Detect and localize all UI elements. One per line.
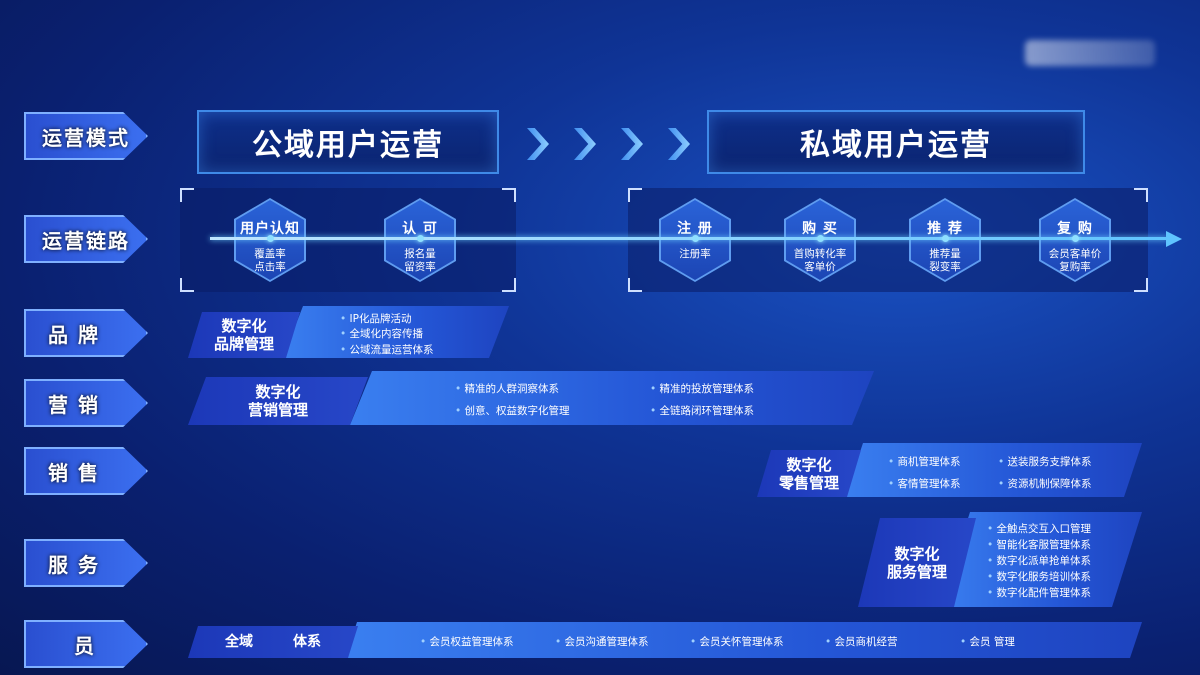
step-metric: 客单价 bbox=[804, 261, 836, 273]
timeline-dot bbox=[692, 235, 699, 242]
private-domain-box: 私域用户运营 bbox=[707, 110, 1085, 174]
title-line: 营销管理 bbox=[247, 401, 308, 419]
chain-step: 购 买首购转化率客单价 bbox=[784, 198, 856, 282]
step-title: 认 可 bbox=[402, 221, 438, 237]
marketing-title: 数字化营销管理 bbox=[188, 377, 368, 425]
row-label-marketing: 营销 bbox=[24, 379, 148, 427]
title-line: 体系 bbox=[293, 634, 321, 650]
member-item: 会员商机经营 bbox=[825, 634, 898, 649]
marketing-item: 全链路闭环管理体系 bbox=[650, 403, 755, 418]
step-metric: 推荐量 bbox=[929, 248, 961, 260]
title-line: 数字化 bbox=[894, 544, 940, 563]
sales-item: 送装服务支撑体系 bbox=[998, 454, 1092, 469]
title-line: 品牌管理 bbox=[213, 335, 274, 353]
member-item: 会员 管理 bbox=[960, 634, 1015, 649]
chevron-right-icon bbox=[527, 128, 549, 160]
service-item: 数字化派单抢单体系 bbox=[987, 553, 1092, 568]
title-line: 服务管理 bbox=[886, 562, 947, 581]
brand-item: 全域化内容传播 bbox=[340, 326, 424, 341]
title-line: 数字化 bbox=[786, 455, 832, 474]
chevron-right-icon bbox=[574, 128, 596, 160]
sales-item: 资源机制保障体系 bbox=[998, 476, 1092, 491]
chevron-right-icon bbox=[668, 128, 690, 160]
step-metric: 裂变率 bbox=[929, 261, 961, 273]
watermark bbox=[1025, 40, 1155, 66]
public-domain-box: 公域用户运营 bbox=[197, 110, 499, 174]
sales-title: 数字化零售管理 bbox=[757, 450, 861, 497]
step-metric: 首购转化率 bbox=[793, 248, 847, 260]
step-metric: 报名量 bbox=[404, 248, 436, 260]
step-metric: 点击率 bbox=[254, 261, 286, 273]
title-line: 数字化 bbox=[221, 317, 267, 335]
step-title: 购 买 bbox=[802, 221, 838, 237]
brand-item: 公域流量运营体系 bbox=[340, 342, 434, 357]
step-metric: 覆盖率 bbox=[254, 248, 286, 260]
step-metric: 会员客单价 bbox=[1048, 248, 1102, 260]
step-metric: 留资率 bbox=[404, 261, 436, 273]
row-label-sales: 销售 bbox=[24, 447, 148, 495]
sales-item: 客情管理体系 bbox=[888, 476, 961, 491]
step-title: 注 册 bbox=[677, 221, 713, 237]
service-item: 数字化服务培训体系 bbox=[987, 569, 1092, 584]
title-line: 全域 bbox=[225, 634, 253, 650]
brand-item: IP化品牌活动 bbox=[340, 311, 412, 326]
timeline-dot bbox=[817, 235, 824, 242]
step-title: 推 荐 bbox=[927, 221, 963, 237]
row-label-service: 服务 bbox=[24, 539, 148, 587]
row-label-brand: 品牌 bbox=[24, 309, 148, 357]
arrow-right-icon bbox=[1166, 231, 1182, 247]
member-item: 会员权益管理体系 bbox=[420, 634, 514, 649]
title-line: 数字化 bbox=[255, 383, 301, 401]
service-item: 智能化客服管理体系 bbox=[987, 537, 1092, 552]
marketing-items-band bbox=[350, 371, 874, 425]
step-metric: 复购率 bbox=[1059, 261, 1091, 273]
row-label-mode: 运营模式 bbox=[24, 112, 148, 160]
timeline-dot bbox=[417, 235, 424, 242]
public-chain-frame bbox=[180, 188, 516, 292]
timeline-dot bbox=[267, 235, 274, 242]
marketing-item: 精准的投放管理体系 bbox=[650, 381, 755, 396]
marketing-item: 精准的人群洞察体系 bbox=[455, 381, 560, 396]
sales-item: 商机管理体系 bbox=[888, 454, 961, 469]
brand-title: 数字化品牌管理 bbox=[188, 312, 300, 358]
timeline-line bbox=[210, 237, 1168, 240]
step-metric: 注册率 bbox=[679, 248, 711, 260]
member-item: 会员沟通管理体系 bbox=[555, 634, 649, 649]
row-label-member: 员 bbox=[24, 620, 148, 668]
timeline-dot bbox=[942, 235, 949, 242]
member-title: 全域 体系 bbox=[188, 626, 358, 658]
chevron-right-icon bbox=[621, 128, 643, 160]
service-item: 全触点交互入口管理 bbox=[987, 521, 1092, 536]
service-item: 数字化配件管理体系 bbox=[987, 585, 1092, 600]
row-label-chain: 运营链路 bbox=[24, 215, 148, 263]
title-line: 零售管理 bbox=[778, 473, 839, 492]
timeline-dot bbox=[1072, 235, 1079, 242]
marketing-item: 创意、权益数字化管理 bbox=[455, 403, 570, 418]
step-title: 复 购 bbox=[1057, 221, 1093, 237]
service-title: 数字化服务管理 bbox=[858, 518, 976, 607]
step-title: 用户认知 bbox=[240, 221, 300, 237]
member-item: 会员关怀管理体系 bbox=[690, 634, 784, 649]
